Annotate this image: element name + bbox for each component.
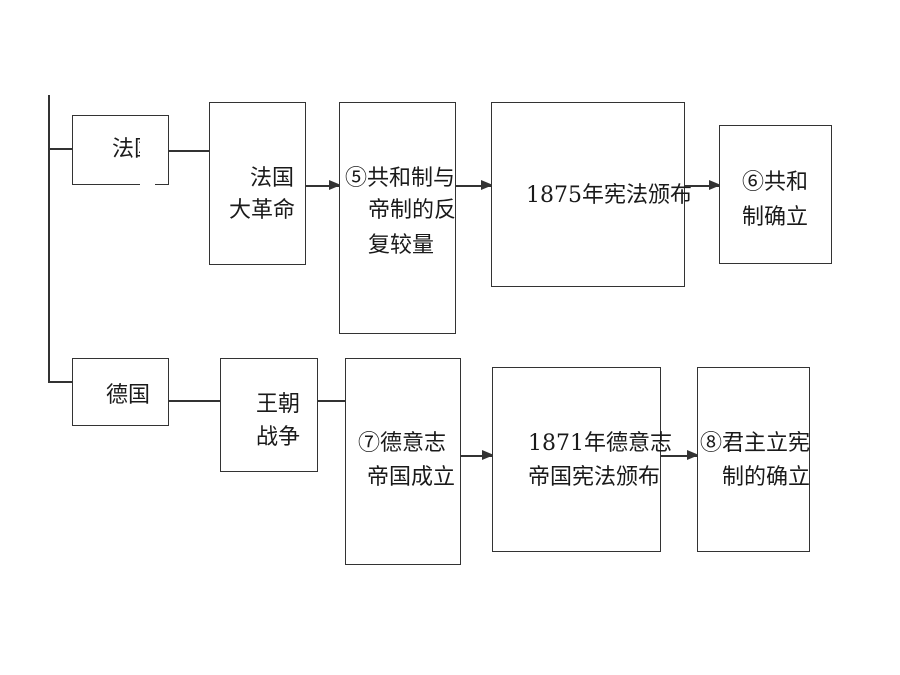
- germany-connector-2: [318, 400, 345, 402]
- germany-war-line-2: 战争: [256, 425, 301, 450]
- germany-constitution-box: [492, 367, 661, 552]
- trunk-line: [48, 95, 50, 382]
- germany-war-line-1: 王朝: [256, 392, 301, 417]
- germany-country-box: [72, 358, 169, 426]
- germany-constitution-line-2: 帝国宪法颁布: [528, 465, 661, 490]
- france-arrow-1: [306, 181, 341, 189]
- germany-founding-line-1: ⑦德意志: [358, 431, 447, 456]
- france-constitution-box: [491, 102, 685, 287]
- france-result-box: [719, 125, 832, 264]
- france-connector-1: [169, 150, 209, 152]
- germany-founding-line-2: 帝国成立: [367, 465, 456, 490]
- branch-france-line: [48, 148, 72, 150]
- france-revolution-line-2: 大革命: [229, 198, 296, 223]
- germany-founding-box: [345, 358, 461, 565]
- germany-war-box: [220, 358, 318, 472]
- france-revolution-line-1: 法国: [250, 166, 295, 191]
- france-result-line-1: ⑥共和: [742, 170, 809, 195]
- branch-germany-line: [48, 381, 72, 383]
- france-arrow-3: [685, 181, 721, 189]
- france-constitution-label: 1875年宪法颁布: [526, 183, 692, 208]
- germany-arrow-2: [661, 451, 699, 459]
- germany-arrow-1: [461, 451, 494, 459]
- germany-result-box: [697, 367, 810, 552]
- france-result-line-2: 制确立: [742, 205, 809, 230]
- germany-constitution-line-1: 1871年德意志: [528, 431, 672, 456]
- germany-result-line-2: 制的确立: [722, 465, 811, 490]
- france-struggle-line-2: 帝制的反: [368, 198, 457, 223]
- france-struggle-box: [339, 102, 456, 334]
- france-country-label-mask: [140, 131, 155, 191]
- germany-connector-1: [169, 400, 220, 402]
- france-struggle-line-1: ⑤共和制与: [345, 166, 456, 191]
- france-struggle-line-3: 复较量: [368, 233, 435, 258]
- germany-country-label: 德国: [106, 383, 151, 408]
- france-revolution-box: [209, 102, 306, 265]
- germany-result-line-1: ⑧君主立宪: [700, 431, 811, 456]
- france-arrow-2: [456, 181, 493, 189]
